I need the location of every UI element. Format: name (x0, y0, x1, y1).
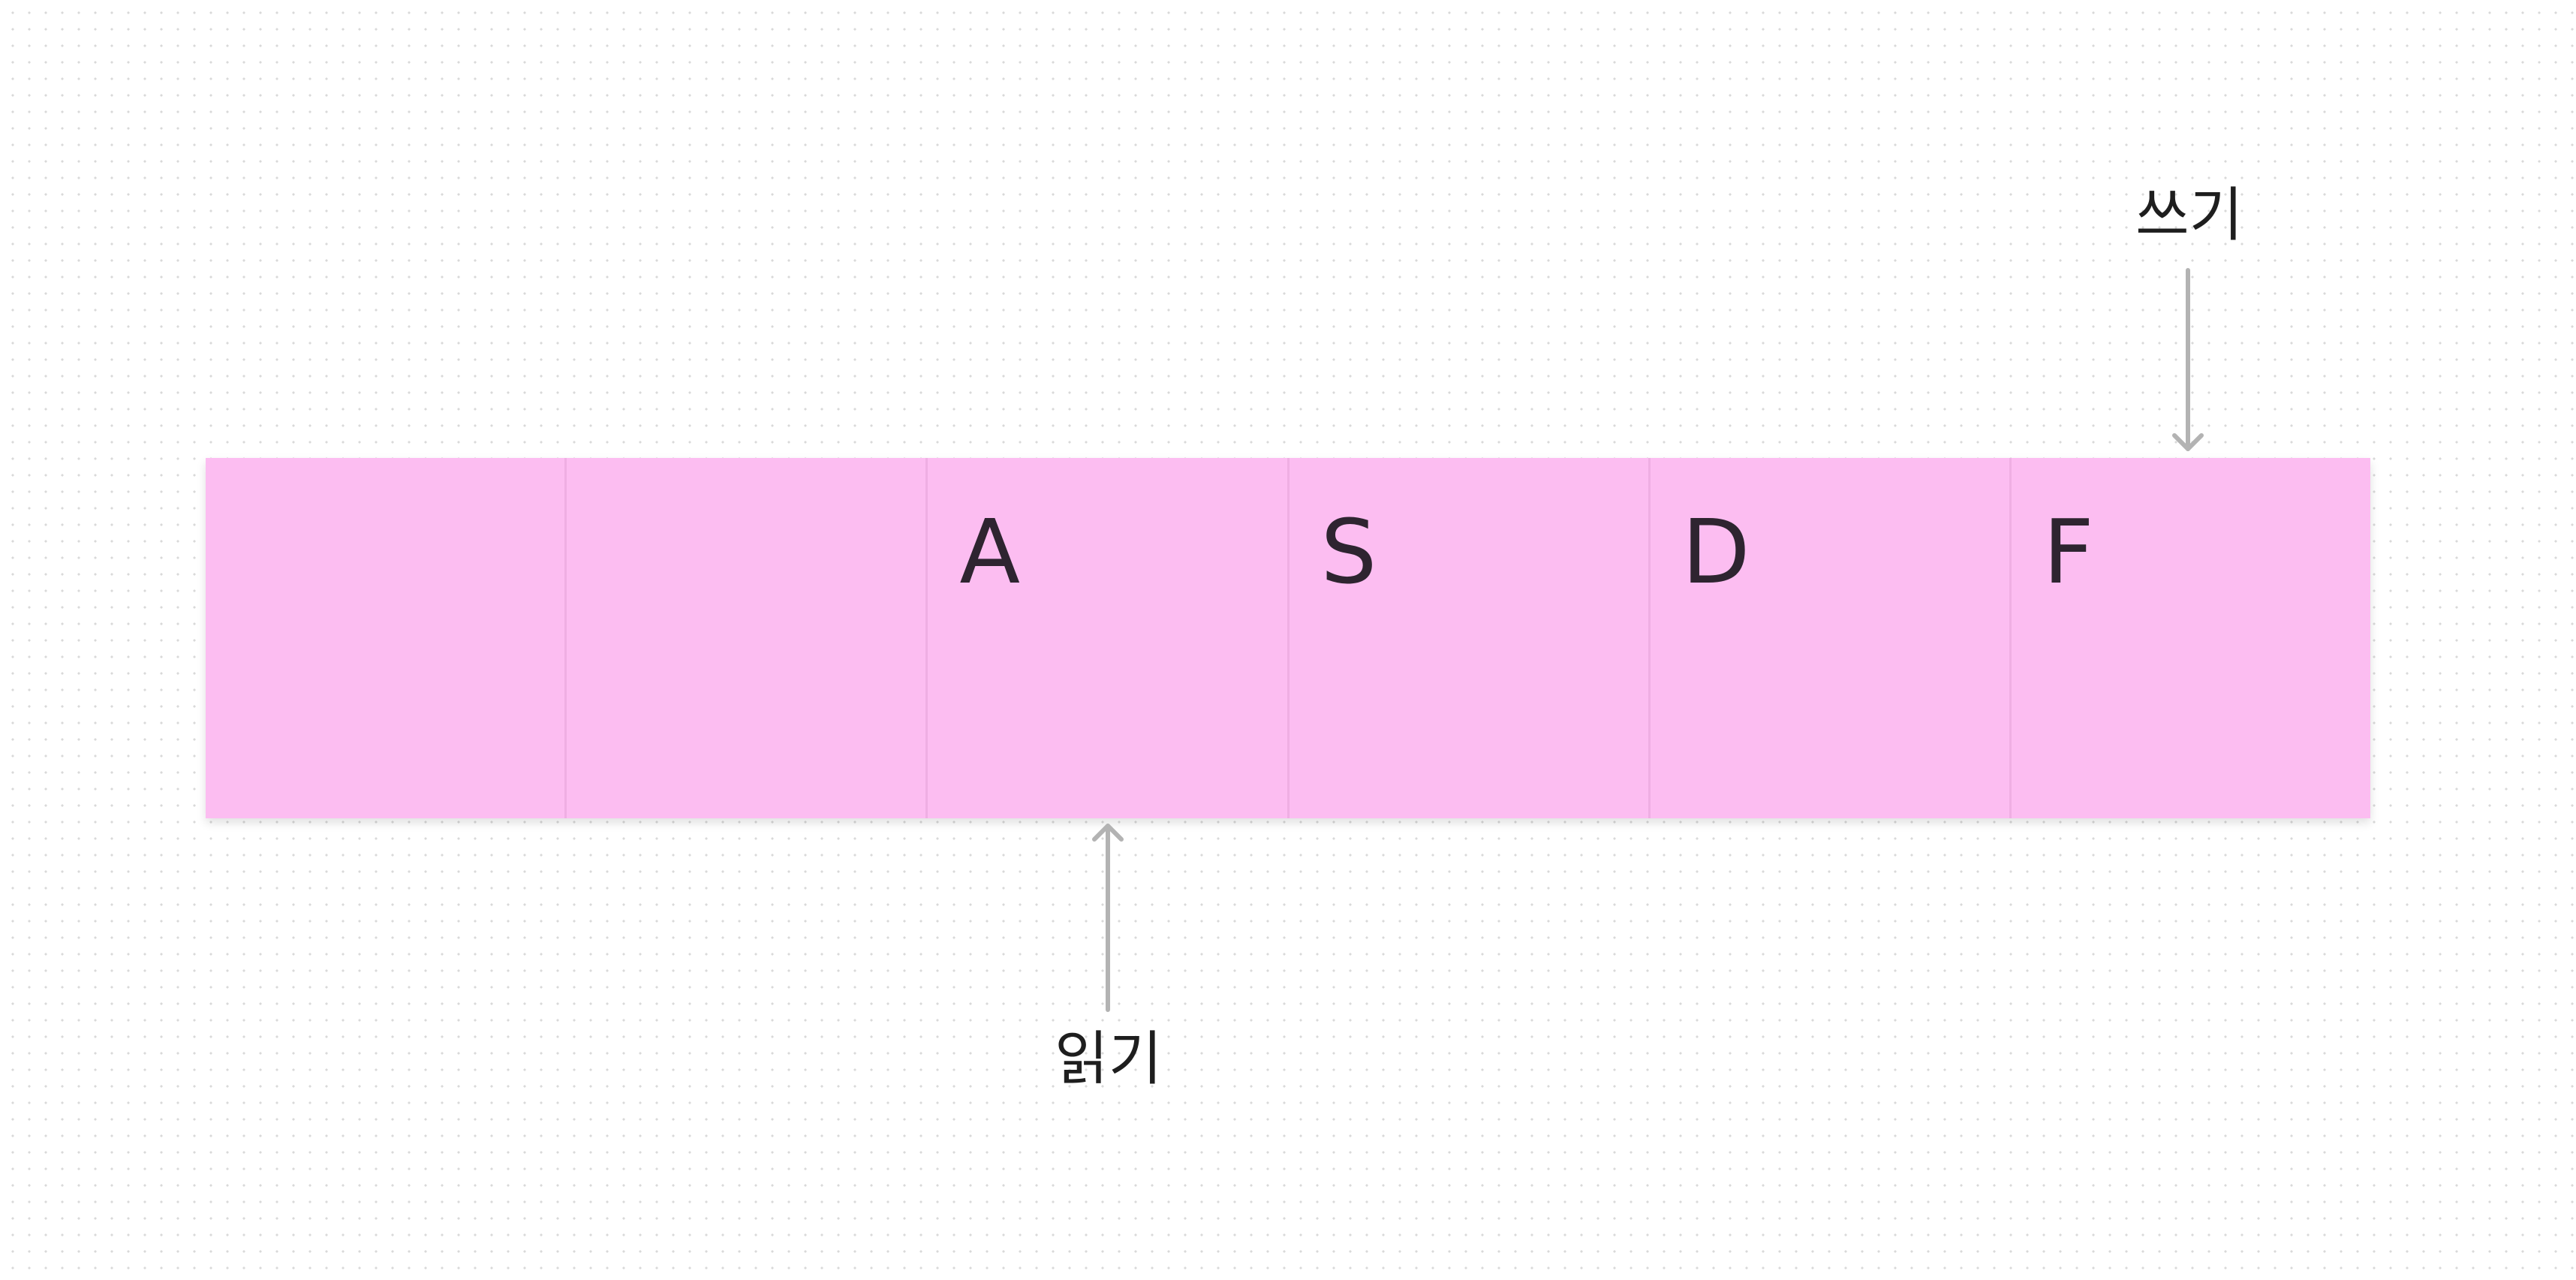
buffer-cell-4: S (1286, 458, 1648, 818)
buffer-cell-label: S (1320, 500, 1377, 604)
write-pointer-arrow (2172, 268, 2204, 451)
buffer-cell-label: A (959, 500, 1021, 604)
buffer-cell-label: F (2042, 500, 2094, 604)
read-pointer-label: 읽기 (1055, 1026, 1163, 1093)
buffer-cell-label: D (1681, 500, 1750, 604)
buffer-cell-2 (564, 458, 926, 818)
buffer-cell-5: D (1648, 458, 2009, 818)
read-pointer-arrow (1092, 824, 1124, 1012)
buffer-strip: A S D F (206, 458, 2371, 818)
buffer-cell-3: A (925, 458, 1287, 818)
buffer-cell-6: F (2009, 458, 2371, 818)
write-pointer-label: 쓰기 (2135, 182, 2243, 249)
buffer-cell-1 (206, 458, 565, 818)
